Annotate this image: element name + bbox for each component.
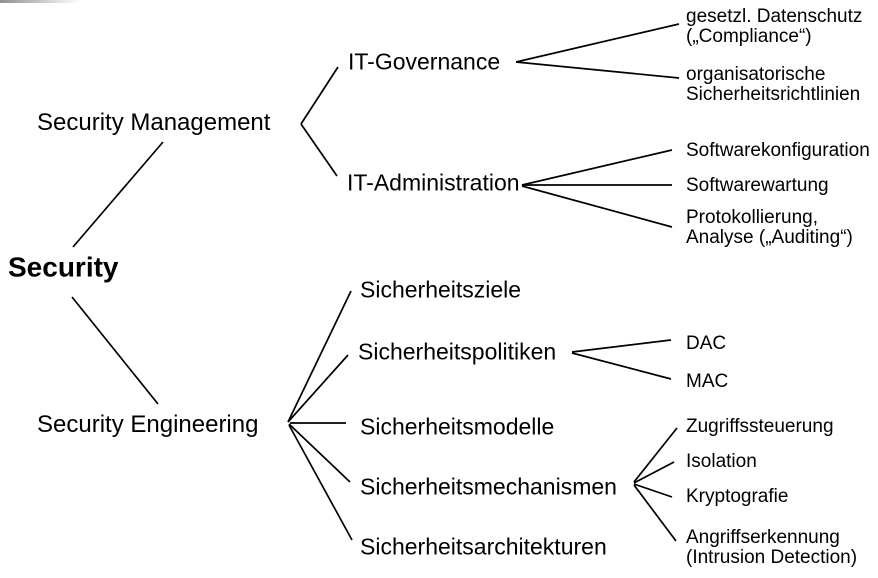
- leaf-text-line: DAC: [686, 333, 727, 354]
- node-security-engineering: Security Engineering: [37, 410, 259, 438]
- leaf-text-line: gesetzl. Datenschutz: [686, 6, 863, 27]
- connector-line: [571, 352, 672, 380]
- connector-line: [288, 424, 353, 541]
- connector-line: [633, 461, 675, 484]
- leaf-text-line: Isolation: [686, 451, 757, 472]
- leaf-isolation: Isolation: [686, 452, 757, 472]
- leaf-text-line: („Compliance“): [686, 26, 812, 47]
- connector-line: [72, 141, 164, 248]
- leaf-text-line: Sicherheitsrichtlinien: [686, 84, 861, 105]
- leaf-text-line: (Intrusion Detection): [686, 547, 858, 568]
- leaf-softwarewartung: Softwarewartung: [686, 176, 829, 196]
- leaf-dac: DAC: [686, 334, 726, 354]
- connector-line: [71, 296, 159, 405]
- leaf-text-line: Angriffserkennung: [686, 527, 840, 548]
- node-it-governance: IT-Governance: [348, 48, 501, 75]
- connector-line: [287, 354, 349, 423]
- connector-line: [633, 483, 673, 498]
- leaf-softwarekonfiguration: Softwarekonfiguration: [686, 141, 870, 161]
- leaf-text-line: Kryptografie: [686, 486, 789, 507]
- connector-line: [300, 66, 339, 125]
- top-edge-artifact: [0, 0, 80, 3]
- leaf-mac: MAC: [686, 372, 728, 392]
- connector-line: [633, 484, 677, 542]
- connector-line: [300, 123, 338, 177]
- connector-line: [521, 185, 673, 228]
- node-sicherheitsmechanismen: Sicherheitsmechanismen: [360, 473, 617, 500]
- node-sicherheitsmodelle: Sicherheitsmodelle: [360, 413, 555, 440]
- connector-line: [521, 149, 673, 186]
- connector-line: [515, 61, 680, 79]
- leaf-text-line: organisatorische: [686, 64, 826, 85]
- leaf-text-line: Softwarewartung: [686, 175, 829, 196]
- leaf-protokollierung-analyse-auditing: Protokollierung, Analyse („Auditing“): [686, 208, 853, 248]
- node-it-administration: IT-Administration: [347, 169, 520, 196]
- leaf-text-line: MAC: [686, 371, 729, 392]
- leaf-zugriffssteuerung: Zugriffssteuerung: [686, 417, 834, 437]
- leaf-text-line: Zugriffssteuerung: [686, 416, 834, 437]
- leaf-text-line: Softwarekonfiguration: [686, 140, 870, 161]
- node-sicherheitsarchitekturen: Sicherheitsarchitekturen: [360, 533, 607, 560]
- connector-line: [288, 423, 351, 483]
- node-sicherheitsziele: Sicherheitsziele: [360, 276, 522, 303]
- connector-line: [515, 23, 680, 63]
- node-security-management: Security Management: [37, 108, 271, 136]
- connector-line: [633, 427, 678, 483]
- leaf-gesetzl-datenschutz-compliance: gesetzl. Datenschutz („Compliance“): [686, 7, 862, 47]
- leaf-text-line: Analyse („Auditing“): [686, 227, 853, 248]
- leaf-kryptografie: Kryptografie: [686, 487, 788, 507]
- node-sicherheitspolitiken: Sicherheitspolitiken: [358, 338, 557, 365]
- leaf-organisatorische-sicherheitsrichtlinien: organisatorische Sicherheitsrichtlinien: [686, 65, 860, 105]
- leaf-text-line: Protokollierung,: [686, 207, 819, 228]
- connector-line: [571, 339, 672, 353]
- leaf-angriffserkennung-intrusion-detection: Angriffserkennung (Intrusion Detection): [686, 528, 857, 568]
- node-security-root: Security: [8, 251, 119, 283]
- connector-line: [287, 290, 352, 423]
